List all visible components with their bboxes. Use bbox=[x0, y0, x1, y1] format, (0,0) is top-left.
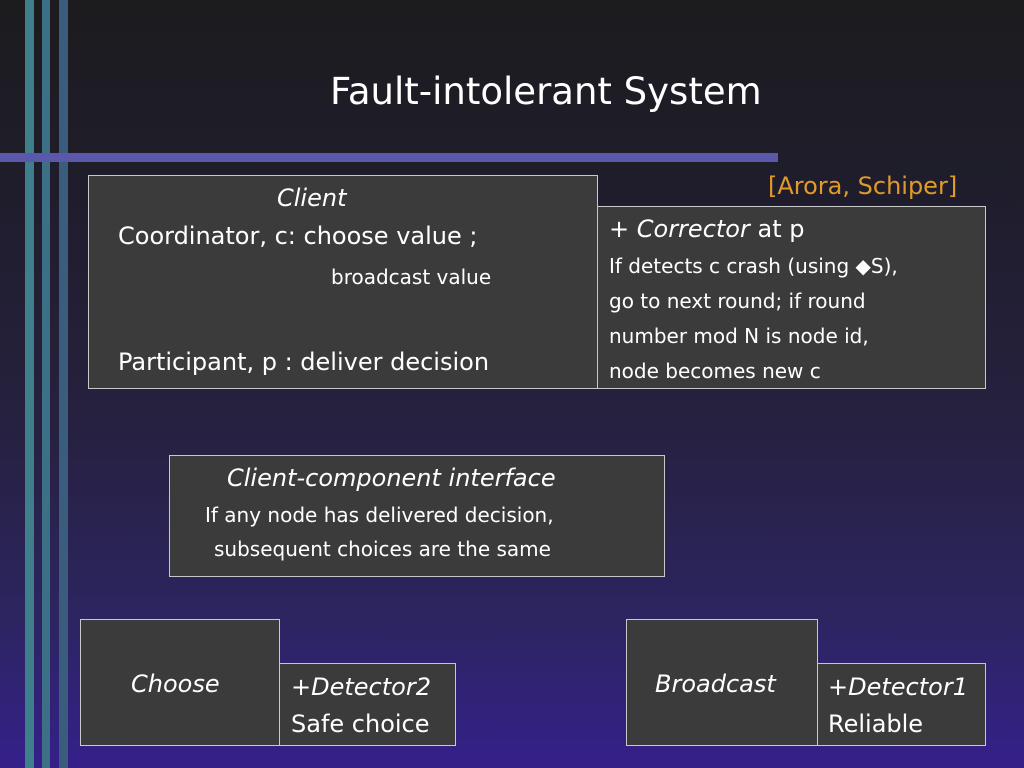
broadcast-box: Broadcast bbox=[626, 619, 818, 746]
client-box: Client Coordinator, c: choose value ; br… bbox=[88, 175, 598, 389]
corrector-box: + Corrector at p If detects c crash (usi… bbox=[597, 206, 986, 389]
corrector-line-2: go to next round; if round bbox=[609, 289, 866, 313]
corrector-name: Corrector bbox=[636, 215, 750, 243]
corrector-line-1: If detects c crash (using ◆S), bbox=[609, 254, 898, 278]
interface-line-1: If any node has delivered decision, bbox=[205, 503, 554, 527]
interface-box: Client-component interface If any node h… bbox=[169, 455, 665, 577]
broadcast-label: Broadcast bbox=[655, 670, 776, 698]
decorative-horizontal-bar bbox=[0, 153, 778, 162]
participant-line: Participant, p : deliver decision bbox=[118, 348, 490, 376]
choose-box: Choose bbox=[80, 619, 280, 746]
detector2-box: +Detector2 Safe choice bbox=[279, 663, 456, 746]
decorative-vertical-bar-3 bbox=[59, 0, 68, 768]
corrector-line-3: number mod N is node id, bbox=[609, 324, 869, 348]
choose-label: Choose bbox=[131, 670, 220, 698]
detector2-label: +Detector2 bbox=[291, 673, 431, 701]
broadcast-line: broadcast value bbox=[331, 265, 492, 289]
corrector-line-4: node becomes new c bbox=[609, 359, 821, 383]
corrector-suffix: at p bbox=[749, 215, 805, 243]
reliable-label: Reliable bbox=[828, 710, 924, 738]
safe-choice-label: Safe choice bbox=[291, 710, 430, 738]
interface-line-2: subsequent choices are the same bbox=[214, 537, 551, 561]
decorative-vertical-bar-2 bbox=[42, 0, 50, 768]
coordinator-line: Coordinator, c: choose value ; bbox=[118, 222, 478, 250]
detector1-label: +Detector1 bbox=[828, 673, 968, 701]
corrector-prefix: + bbox=[609, 215, 637, 243]
detector1-box: +Detector1 Reliable bbox=[817, 663, 986, 746]
interface-heading: Client-component interface bbox=[227, 464, 556, 492]
decorative-vertical-bar-1 bbox=[25, 0, 34, 768]
slide-title: Fault-intolerant System bbox=[330, 70, 762, 113]
client-heading: Client bbox=[277, 184, 347, 212]
corrector-heading: + Corrector at p bbox=[609, 215, 804, 243]
citation: [Arora, Schiper] bbox=[768, 172, 958, 200]
